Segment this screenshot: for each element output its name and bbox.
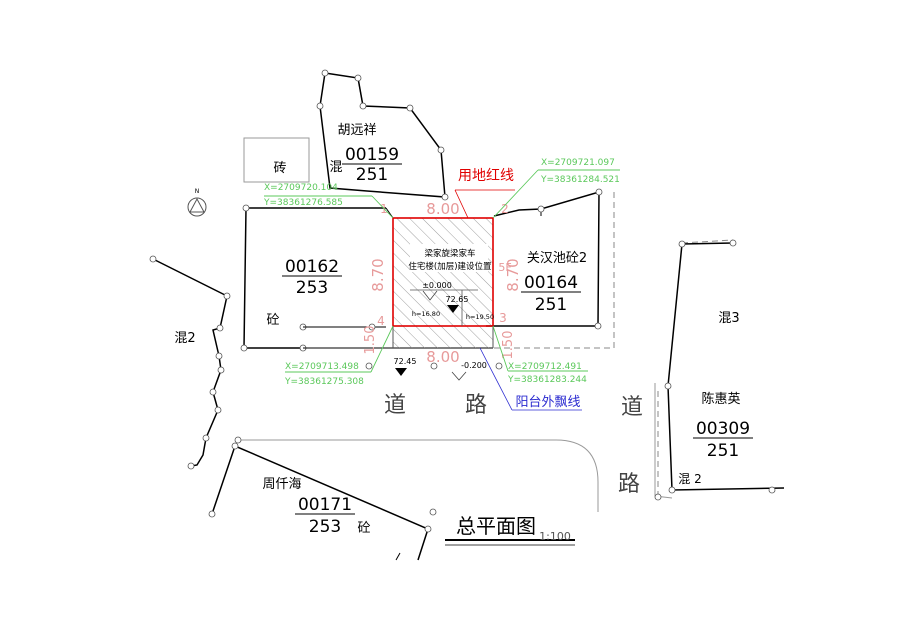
parcel-sub-code: 251 xyxy=(535,295,567,315)
drawing-scale: 1:100 xyxy=(539,530,571,543)
floor-count: 5F xyxy=(498,261,511,274)
balcony-label: 阳台外飘线 xyxy=(515,395,580,410)
parcel-sub-code: 253 xyxy=(309,517,341,537)
dim-right: 8.70 xyxy=(504,258,522,291)
parcel-owner: 胡远祥 xyxy=(337,123,376,138)
parcel-material: 砼 xyxy=(266,313,279,328)
drawing-title: 总平面图 xyxy=(456,514,536,538)
parcel-owner: 周仟海 xyxy=(262,477,301,492)
coord-p4-y: Y=38361275.308 xyxy=(284,377,364,387)
building-site: 梁家旋梁家车 住宅楼(加层)建设位置 5F ±0.000 72.65 h=16.… xyxy=(392,217,512,348)
parcel-code: 00162 xyxy=(285,257,339,277)
minus-level: -0.200 xyxy=(461,361,487,370)
parcel-code: 00309 xyxy=(696,419,750,439)
mixed-label: 混2 xyxy=(174,331,195,346)
coordinate-callouts: X=2709720.104 Y=38361276.585 X=2709721.0… xyxy=(263,158,620,387)
parcel-owner: 陈惠英 xyxy=(701,391,740,407)
corner-2: 2 xyxy=(501,202,509,216)
coord-p2-x: X=2709721.097 xyxy=(541,158,615,168)
coord-p1-x: X=2709720.104 xyxy=(264,183,338,193)
outside-level: 72.45 xyxy=(394,357,417,366)
dim-left: 8.70 xyxy=(369,258,387,291)
building-purpose: 住宅楼(加层)建设位置 xyxy=(408,261,492,272)
parcel-00164: 关汉池砼2 00164 251 xyxy=(486,188,615,349)
brick-shed: 砖 xyxy=(243,137,310,183)
parcel-sub-code: 253 xyxy=(296,278,328,298)
inside-level: 72.65 xyxy=(446,295,469,304)
north-arrow: N xyxy=(187,188,207,217)
coord-p3-y: Y=38361283.244 xyxy=(507,375,587,385)
corner-3: 3 xyxy=(499,311,507,325)
parcel-material: 混 xyxy=(329,160,342,175)
dimensions: 8.00 8.00 8.70 8.70 1.50 1.50 1 2 3 4 xyxy=(363,200,522,366)
parcel-sub-code: 251 xyxy=(707,441,739,461)
height-right: h=19.50 xyxy=(466,313,494,321)
red-line-label: 用地红线 xyxy=(458,168,514,184)
road-char: 道 xyxy=(384,393,406,418)
coord-p3-x: X=2709712.491 xyxy=(508,362,582,372)
road-char: 道 xyxy=(621,395,643,420)
dim-top: 8.00 xyxy=(426,200,459,218)
drawing-title-block: 总平面图 1:100 xyxy=(445,514,575,546)
left-boundary-line: 混2 xyxy=(149,255,231,470)
dim-left-small: 1.50 xyxy=(363,326,378,355)
parcel-00171: 周仟海 00171 253 砼 xyxy=(208,442,432,561)
parcel-code: 00171 xyxy=(298,495,352,515)
parcel-owner-material: 关汉池砼2 xyxy=(527,251,587,266)
outside-levels: 72.45 -0.200 xyxy=(394,357,487,381)
coord-p1-y: Y=38361276.585 xyxy=(263,198,343,208)
coord-p2-y: Y=38361284.521 xyxy=(540,175,620,185)
parcel-00159: 胡远祥 混 00159 251 xyxy=(316,69,449,201)
red-line-callout: 用地红线 xyxy=(454,168,515,219)
parcel-code: 00159 xyxy=(345,145,399,165)
parcel-00309: 混3 陈惠英 00309 251 混 2 xyxy=(654,239,785,501)
north-label: N xyxy=(195,188,200,195)
coord-p4-x: X=2709713.498 xyxy=(285,362,359,372)
parcel-code: 00164 xyxy=(524,273,578,293)
road-char: 路 xyxy=(618,472,640,497)
brick-label: 砖 xyxy=(273,161,286,176)
dim-bottom: 8.00 xyxy=(426,348,459,366)
parcel-material: 混3 xyxy=(718,311,739,326)
road-labels: 道 路 道 路 xyxy=(384,393,643,497)
parcel-sub-code: 251 xyxy=(356,165,388,185)
road-char: 路 xyxy=(465,393,487,418)
balcony-callout: 阳台外飘线 xyxy=(479,347,582,411)
dim-right-small: 1.50 xyxy=(501,331,516,360)
corner-4: 4 xyxy=(377,314,385,328)
height-left: h=16.80 xyxy=(412,310,440,318)
mixed-label: 混 2 xyxy=(678,472,701,486)
building-name: 梁家旋梁家车 xyxy=(424,248,475,259)
parcel-material: 砼 xyxy=(357,521,370,536)
zero-level: ±0.000 xyxy=(422,281,452,290)
